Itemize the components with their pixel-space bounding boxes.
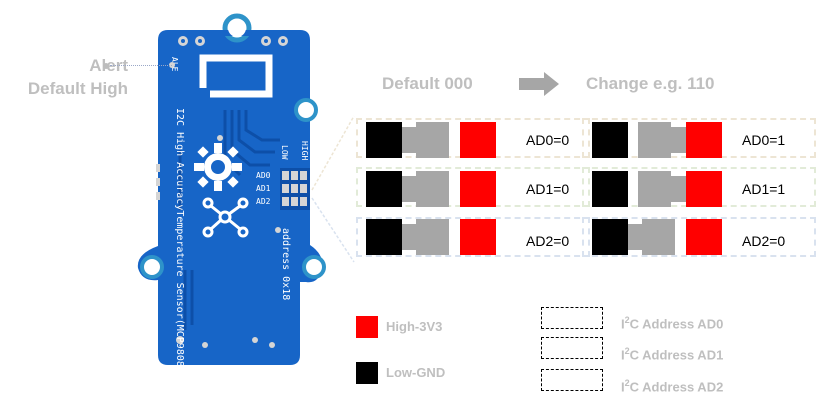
default-ad0-high-pad [460, 122, 496, 158]
vias [176, 135, 281, 348]
default-ad2-common-pad [416, 219, 449, 255]
change-ad1-low-pad [592, 171, 628, 207]
change-heading: Change e.g. 110 [586, 74, 715, 93]
default-ad1-low-pad [366, 171, 402, 207]
default-row-ad2-frame [356, 217, 590, 257]
change-ad0-label: AD0=1 [742, 132, 786, 148]
alert-pad [169, 62, 175, 68]
change-row-ad2-frame [582, 217, 816, 257]
alert-label-line2: Default High [27, 79, 128, 98]
change-ad2-common-pad [642, 219, 675, 255]
sensor-silk-frame [199, 54, 273, 98]
high-silk: HIGH [300, 141, 309, 160]
default-heading: Default 000 [382, 74, 473, 93]
default-ad1-label: AD1=0 [526, 181, 570, 197]
legend-ad2-frame [541, 369, 603, 391]
pad-label-ad2: AD2 [256, 197, 271, 206]
change-ad1-common-pad [638, 171, 671, 207]
default-ad1-high-pad [460, 171, 496, 207]
change-ad0-bridge [668, 127, 690, 153]
legend-low-swatch [356, 362, 378, 384]
arrow-right-icon [519, 78, 545, 90]
change-ad0-low-pad [592, 122, 628, 158]
arrow-right-icon-head [544, 72, 559, 96]
default-ad2-high-pad [460, 219, 496, 255]
change-ad2-high-pad [686, 219, 722, 255]
left-mount-hole [140, 255, 164, 279]
legend-ad0-label: I2C Address AD0 [621, 315, 724, 332]
address-silk: address 0x18 [280, 228, 291, 300]
low-silk: LOW [280, 145, 289, 160]
legend-high-label: High-3V3 [386, 319, 443, 334]
change-ad1-label: AD1=1 [742, 181, 786, 197]
legend-ad2-label: I2C Address AD2 [621, 378, 724, 395]
left-edge-pads [156, 164, 160, 200]
alert-leader-line [110, 65, 172, 66]
mid-right-hole [294, 98, 318, 122]
change-ad1-bridge [668, 176, 690, 202]
change-ad2-low-pad [592, 219, 628, 255]
right-mount-hole [302, 255, 326, 279]
legend-ad1-frame [541, 337, 603, 359]
default-ad0-common-pad [416, 122, 449, 158]
change-ad2-label: AD2=0 [742, 233, 786, 249]
default-ad2-label: AD2=0 [526, 233, 570, 249]
default-ad0-label: AD0=0 [526, 132, 570, 148]
change-ad0-common-pad [638, 122, 671, 158]
default-ad1-common-pad [416, 171, 449, 207]
change-ad1-high-pad [686, 171, 722, 207]
pad-label-ad1: AD1 [256, 184, 271, 193]
molecule-logo [202, 197, 249, 238]
address-jumper-pads [280, 168, 310, 210]
default-ad2-low-pad [366, 219, 402, 255]
default-ad0-low-pad [366, 122, 402, 158]
legend-low-label: Low-GND [386, 365, 446, 380]
change-ad0-high-pad [686, 122, 722, 158]
alert-dot [103, 63, 109, 69]
legend-high-swatch [356, 316, 378, 338]
board-title-silk: I2C High AccuracyTemperature Sensor(MCP9… [174, 108, 185, 403]
top-header-pads [178, 36, 288, 46]
legend-ad1-label: I2C Address AD1 [621, 346, 724, 363]
pad-label-ad0: AD0 [256, 171, 271, 180]
alert-label: Alert Default High [18, 54, 128, 100]
legend-ad0-frame [541, 307, 603, 329]
sensor-board: I2C High AccuracyTemperature Sensor(MCP9… [137, 13, 326, 403]
